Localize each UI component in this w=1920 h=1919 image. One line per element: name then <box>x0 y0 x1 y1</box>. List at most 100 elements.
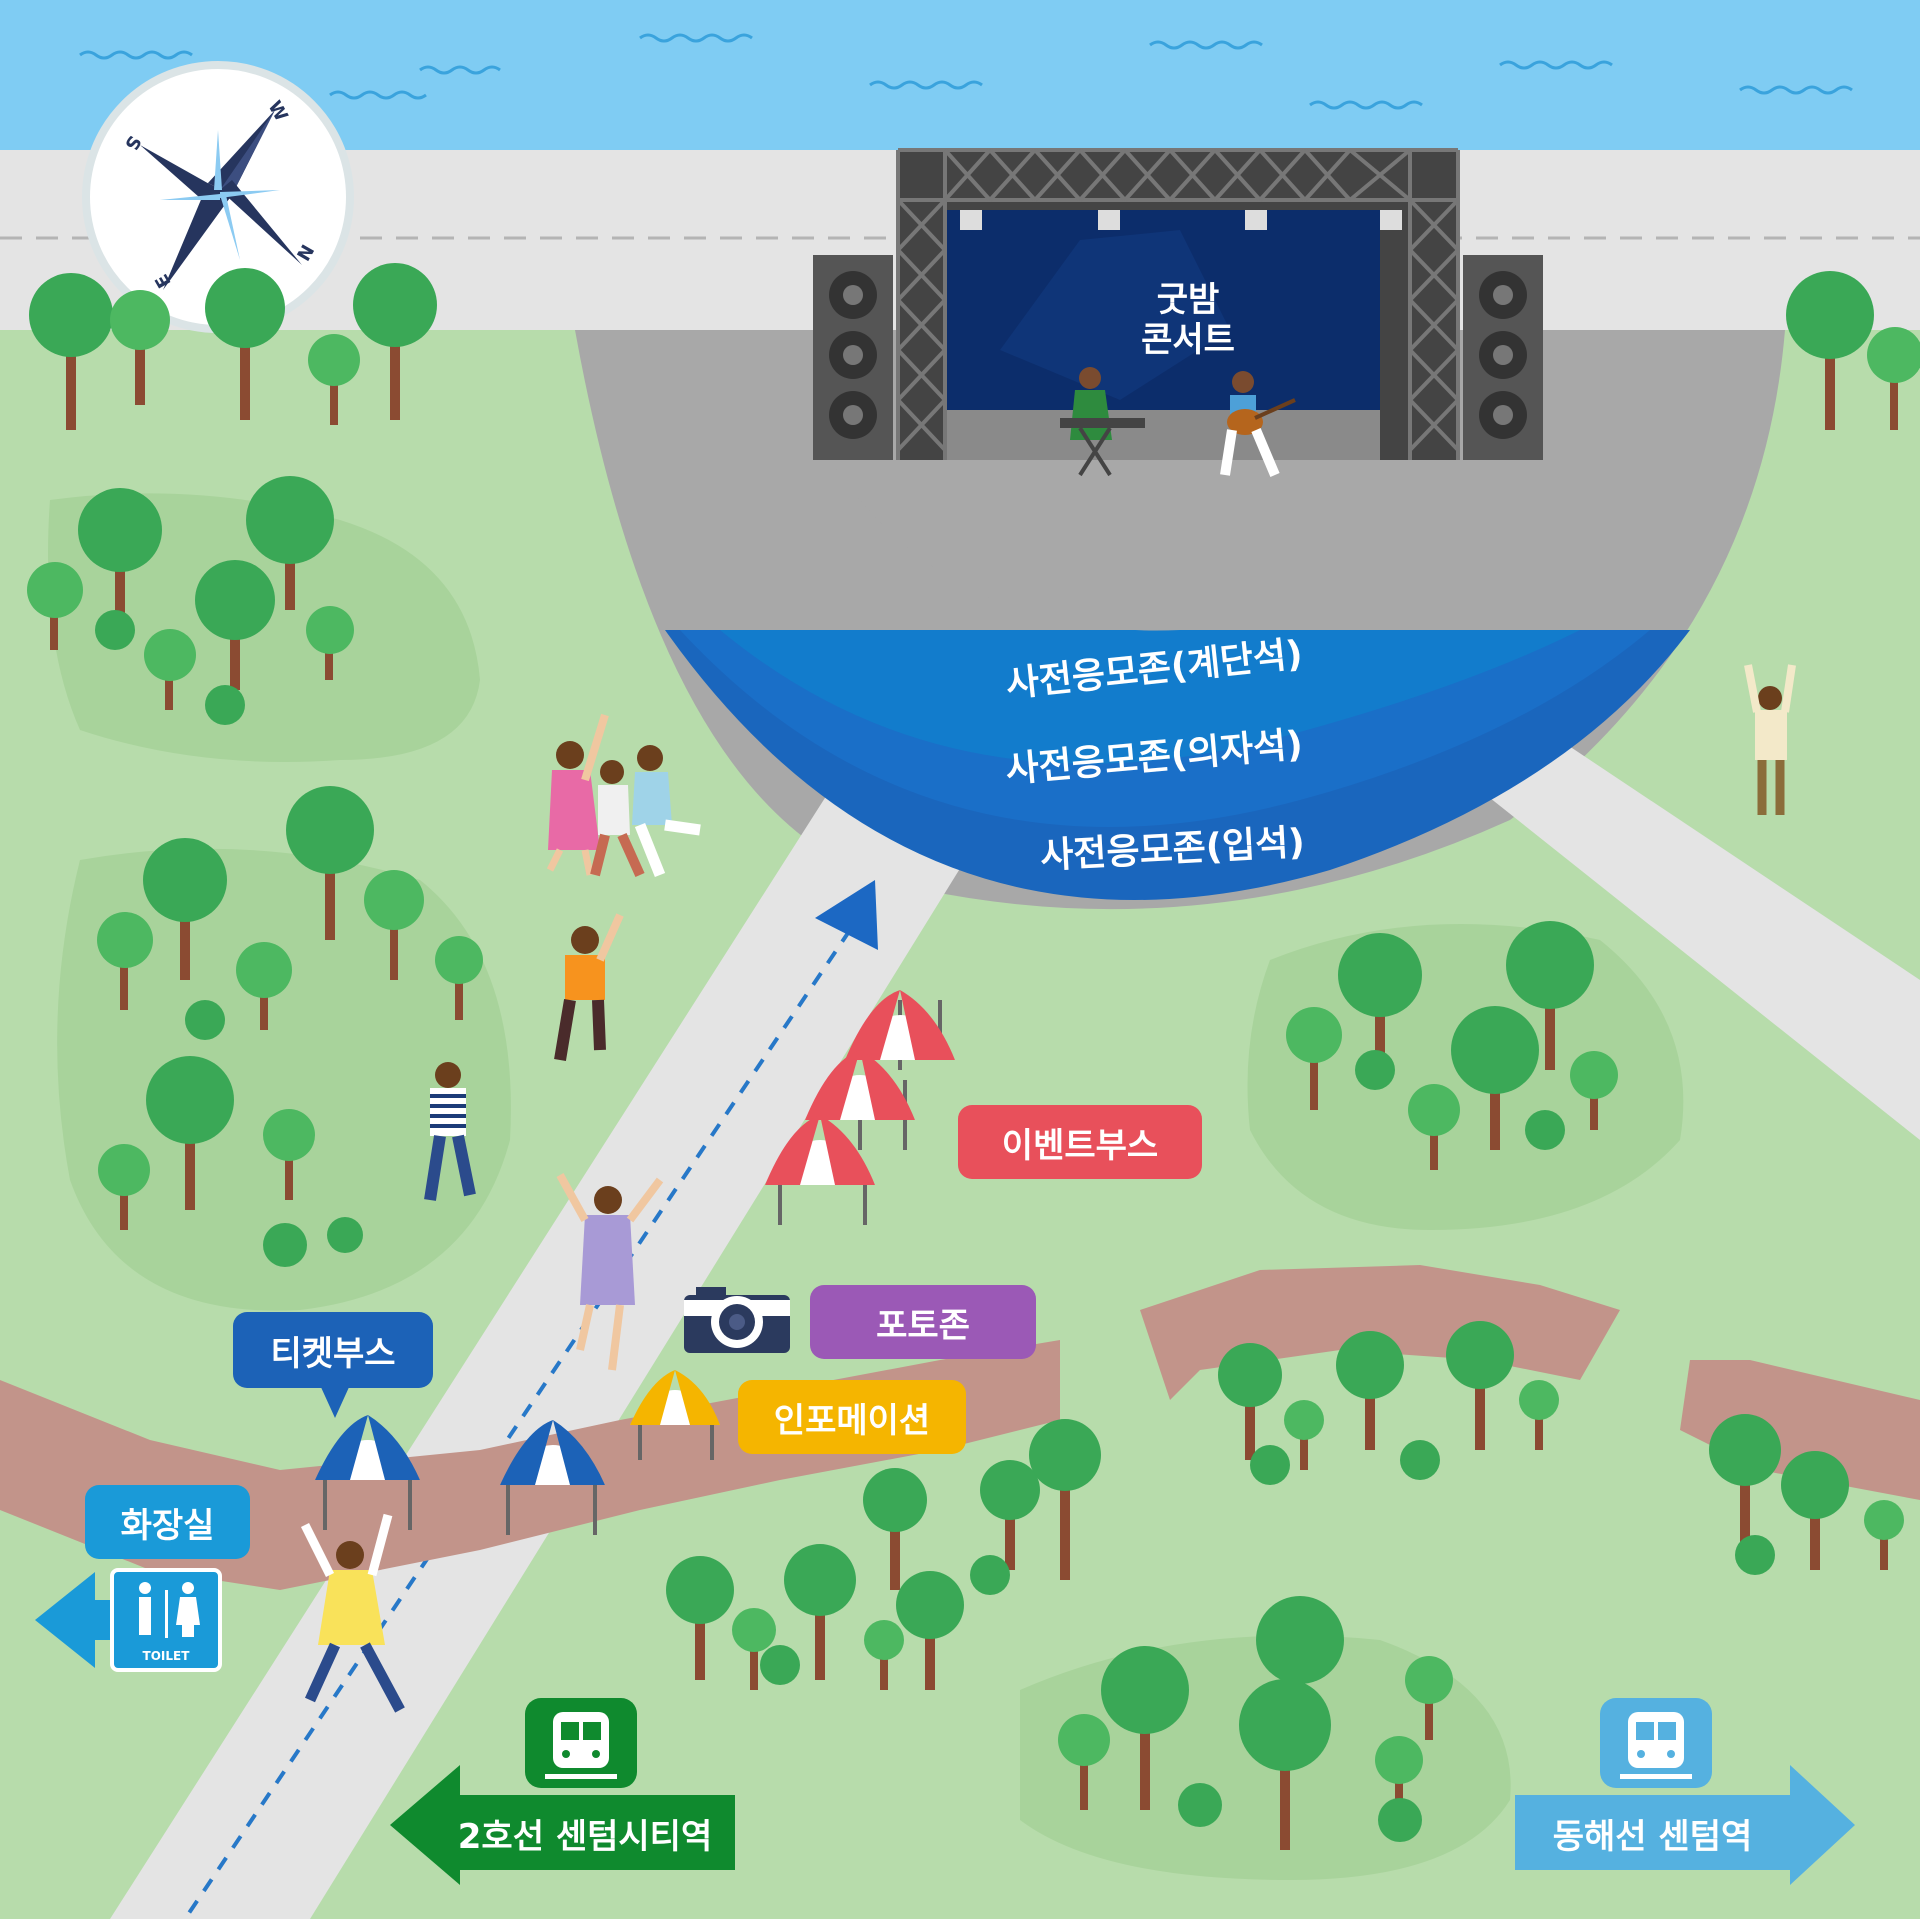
tree <box>286 786 374 940</box>
tent <box>765 1115 875 1225</box>
information-tent <box>630 1370 720 1460</box>
tree <box>1338 933 1422 1070</box>
tent <box>315 1415 420 1530</box>
person <box>546 713 609 876</box>
toilet-sign-text: TOILET <box>143 1649 191 1663</box>
tree <box>1029 1419 1101 1580</box>
tree <box>246 476 334 610</box>
tree <box>143 838 227 980</box>
tent <box>805 1050 915 1150</box>
tree <box>364 870 424 980</box>
bush <box>1525 1110 1565 1150</box>
bush <box>263 1223 307 1267</box>
donghae-station-label: 동해선 센텀역 <box>1552 1816 1753 1857</box>
tree <box>1446 1321 1514 1450</box>
toilet-label: 화장실 <box>85 1485 250 1559</box>
tree <box>97 912 153 1010</box>
ticket-bubble-tail <box>320 1385 350 1418</box>
keyboard-player <box>1060 367 1145 477</box>
stage-floor-plaza <box>830 460 1480 631</box>
person <box>632 745 701 878</box>
tree <box>308 334 360 425</box>
tree <box>1101 1646 1189 1810</box>
stage-title: 굿밤 콘서트 <box>1118 270 1258 370</box>
tree <box>1570 1051 1618 1130</box>
tree <box>1867 327 1920 430</box>
person <box>1744 664 1796 815</box>
tree <box>864 1620 904 1690</box>
tree <box>78 488 162 620</box>
tree <box>1336 1331 1404 1450</box>
tree <box>110 290 170 405</box>
tree <box>1786 271 1874 430</box>
tree <box>1405 1656 1453 1740</box>
tree <box>784 1544 856 1680</box>
tree <box>306 606 354 680</box>
tree <box>1451 1006 1539 1150</box>
tree <box>205 268 285 420</box>
tree <box>1864 1500 1904 1570</box>
donghae-arrow-icon <box>1515 1765 1855 1885</box>
compass-rose-icon <box>82 61 354 333</box>
tree <box>29 273 113 430</box>
bush <box>1250 1445 1290 1485</box>
tree <box>353 263 437 420</box>
east-walkway <box>1480 740 1920 1140</box>
event-booth-tents <box>765 990 955 1225</box>
tree <box>732 1608 776 1690</box>
tree <box>1286 1007 1342 1110</box>
stage <box>813 148 1543 477</box>
tree <box>1375 1736 1423 1820</box>
tree <box>1506 921 1594 1070</box>
person <box>554 913 624 1061</box>
tree <box>1284 1400 1324 1470</box>
tree <box>263 1109 315 1200</box>
tree <box>98 1144 150 1230</box>
crowd-people <box>300 664 1796 1713</box>
bush <box>1735 1535 1775 1575</box>
bush <box>1378 1798 1422 1842</box>
person <box>424 1062 476 1201</box>
waves <box>79 33 1853 110</box>
train-icon <box>1620 1712 1692 1779</box>
tree <box>1218 1343 1282 1460</box>
bush <box>185 1000 225 1040</box>
line2-arrow-icon <box>390 1765 735 1885</box>
bush <box>327 1217 363 1253</box>
tree <box>1709 1414 1781 1550</box>
line2-station-sign <box>390 1698 735 1885</box>
toilet-sign: TOILET <box>35 1568 222 1672</box>
bush <box>1178 1783 1222 1827</box>
person <box>300 1513 405 1713</box>
ticket-booth-label: 티켓부스 <box>233 1312 433 1388</box>
tree <box>1519 1380 1559 1450</box>
bush <box>95 610 135 650</box>
stage-title-line2: 콘서트 <box>1141 320 1235 360</box>
tree <box>144 629 196 710</box>
tree <box>1239 1679 1331 1850</box>
photo-zone-label: 포토존 <box>810 1285 1036 1359</box>
tent <box>500 1420 605 1535</box>
tree <box>863 1468 927 1590</box>
person <box>590 760 645 878</box>
information-label: 인포메이션 <box>738 1380 966 1454</box>
bush <box>1400 1440 1440 1480</box>
walkway-arrow-icon <box>815 880 878 950</box>
tree <box>146 1056 234 1210</box>
tree <box>1408 1084 1460 1170</box>
event-booth-label: 이벤트부스 <box>958 1105 1202 1179</box>
camera-icon <box>684 1287 790 1353</box>
tent <box>845 990 955 1070</box>
bush <box>1355 1050 1395 1090</box>
seating-area <box>665 460 1690 900</box>
donghae-station-sign <box>1515 1698 1855 1885</box>
walkway-dash <box>183 928 852 1919</box>
bush <box>970 1555 1010 1595</box>
tree <box>1781 1451 1849 1570</box>
person <box>556 1173 664 1371</box>
bush <box>760 1645 800 1685</box>
tree <box>236 942 292 1030</box>
tree <box>195 560 275 690</box>
line2-station-label: 2호선 센텀시티역 <box>457 1816 713 1857</box>
